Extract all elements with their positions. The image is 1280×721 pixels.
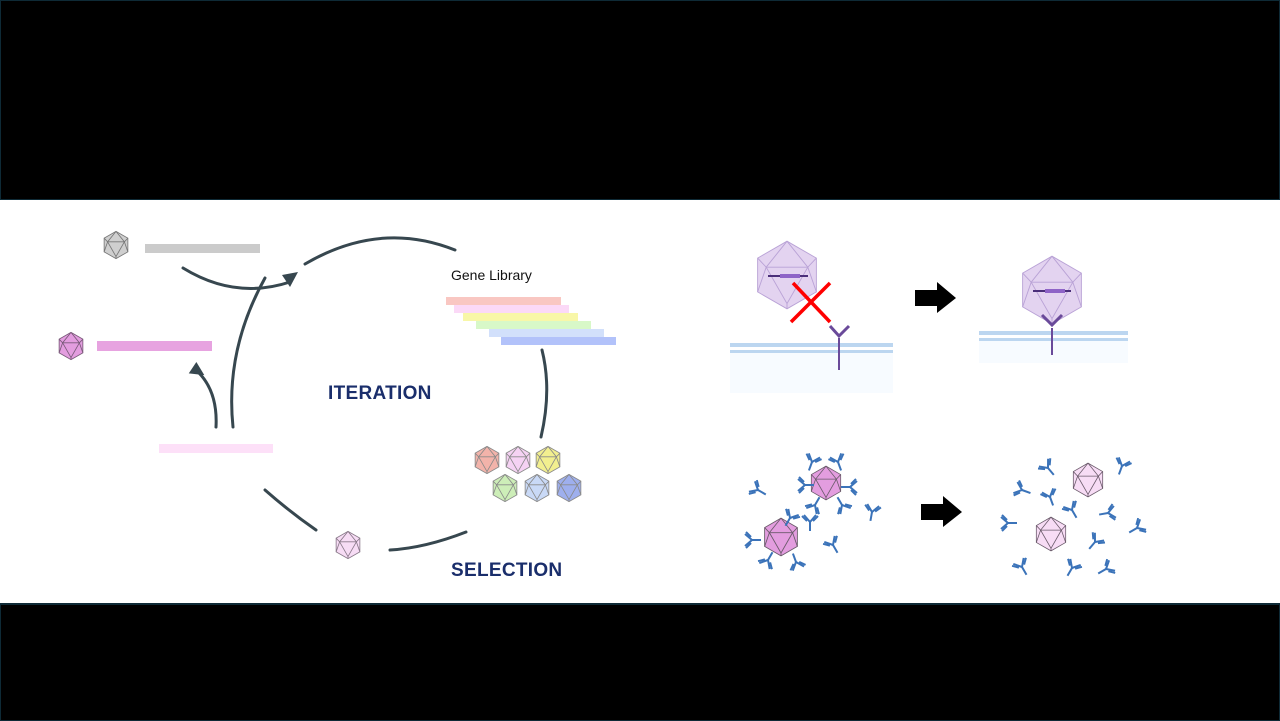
gene-library-bar: [489, 329, 604, 337]
gray-gene-bar: [145, 244, 260, 253]
phage-genome-after: [1033, 289, 1071, 293]
antibody-icon: [1036, 456, 1061, 482]
arrowhead-magenta: [188, 362, 205, 376]
coated-phage-2-icon: [763, 517, 799, 557]
antibody-icon: [1059, 556, 1084, 581]
antibody-icon: [1039, 486, 1062, 510]
receptor-before: [828, 324, 851, 370]
membrane-after: [979, 331, 1128, 363]
arrow-to-magenta: [194, 368, 218, 429]
pool-phage-icon: [505, 445, 531, 475]
antibody-icon: [746, 478, 771, 503]
arrowhead-top: [282, 272, 298, 287]
antibody-icon: [1011, 479, 1035, 502]
antibody-icon: [1060, 498, 1085, 523]
gene-library-bar: [476, 321, 591, 329]
antibody-icon: [1000, 514, 1018, 532]
gray-phage-icon: [103, 230, 129, 260]
antibody-icon: [1096, 502, 1118, 524]
free-phage-2-icon: [1035, 516, 1067, 552]
top-black-band: [0, 0, 1280, 201]
antibody-icon: [1082, 530, 1107, 556]
free-phage-1-icon: [1072, 462, 1104, 498]
phage-pool: [474, 445, 582, 503]
antibody-icon: [1010, 555, 1035, 580]
antibody-icon: [744, 531, 762, 549]
pool-phage-icon: [492, 473, 518, 503]
antibody-icon: [784, 549, 807, 573]
gene-library-bar: [463, 313, 578, 321]
pool-phage-icon: [524, 473, 550, 503]
pool-phage-icon: [535, 445, 561, 475]
pale-pink-gene-bar: [159, 444, 273, 453]
gene-library-bars: [446, 297, 616, 345]
arrow-pool-to-single: [388, 530, 468, 552]
antibody-icon: [861, 502, 883, 524]
membrane-before: [730, 343, 893, 393]
reject-x-icon: [789, 281, 832, 324]
antibody-icon: [821, 533, 846, 558]
coated-phage-1-icon: [810, 465, 842, 501]
antibody-icon: [1110, 455, 1133, 479]
antibody-icon: [801, 514, 819, 532]
phage-genome-before: [768, 274, 808, 278]
arrow-cycle-left-up: [230, 276, 267, 429]
antibodies-before: [744, 451, 883, 573]
antibody-icon: [1124, 516, 1149, 541]
pool-phage-icon: [474, 445, 500, 475]
right-arrow-bottom-icon: [921, 496, 962, 527]
selection-label: SELECTION: [451, 560, 563, 581]
arrow-gray-to-cycle: [181, 266, 292, 290]
gene-library-bar: [501, 337, 616, 345]
gene-library-bar: [446, 297, 561, 305]
selected-phage-icon: [335, 530, 361, 560]
gene-library-bar: [454, 305, 569, 313]
antibody-icon: [829, 492, 854, 517]
antibody-icon: [1093, 557, 1118, 582]
pool-phage-icon: [556, 473, 582, 503]
iteration-label: ITERATION: [328, 383, 432, 404]
gene-library-label: Gene Library: [451, 267, 532, 283]
receptor-after: [1040, 313, 1064, 355]
magenta-phage-icon: [58, 331, 84, 361]
bottom-black-band: [0, 603, 1280, 721]
arrow-library-down: [539, 348, 549, 439]
arrow-into-cycle-top: [303, 236, 457, 266]
cycle-diagram: [58, 230, 1149, 582]
magenta-gene-bar: [97, 341, 212, 351]
diagram-canvas: Gene Library ITERATION SELECTION: [0, 200, 1280, 603]
right-arrow-top-icon: [915, 282, 956, 313]
arrow-single-to-bar: [263, 488, 318, 532]
antibody-icon: [840, 478, 858, 496]
